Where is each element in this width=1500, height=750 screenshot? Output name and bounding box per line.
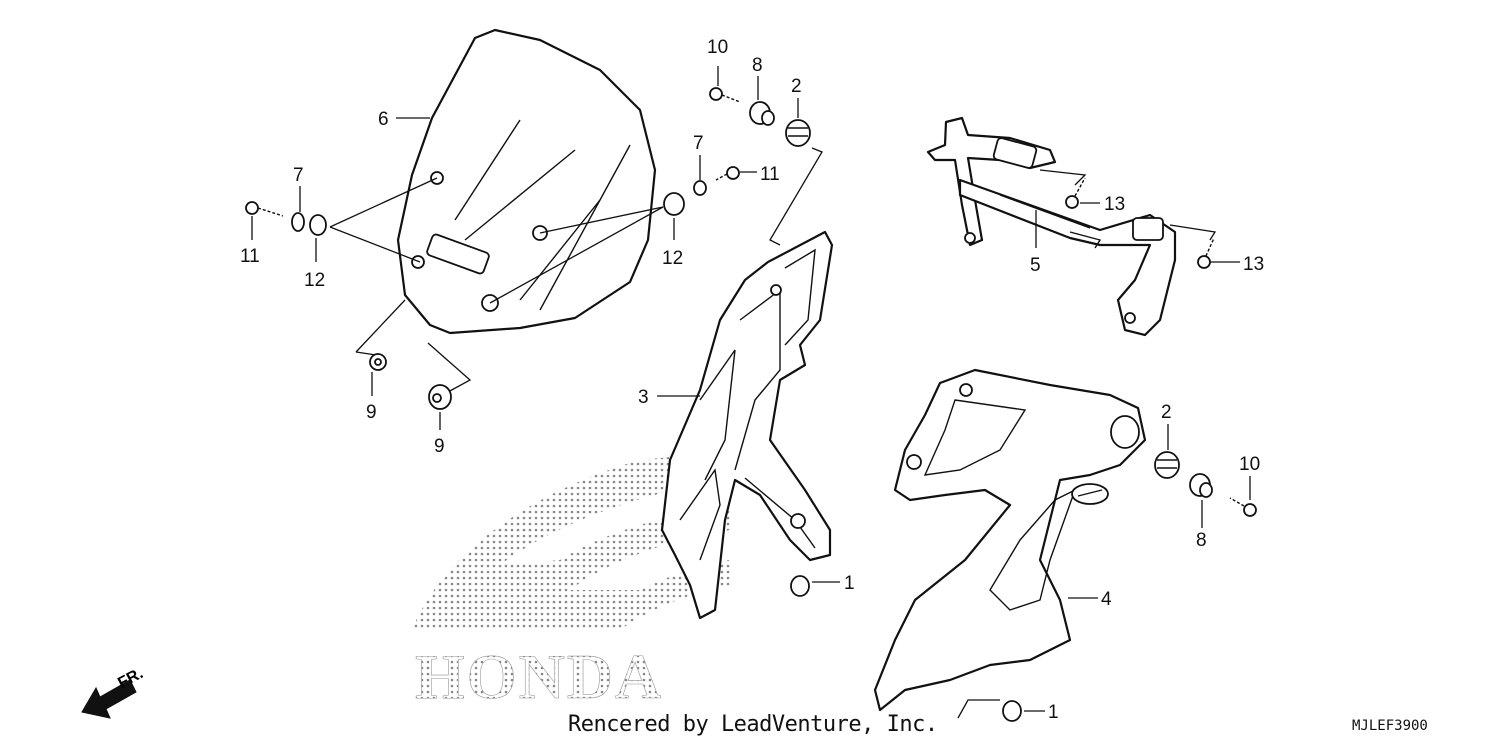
bolt-10-right — [1229, 497, 1257, 517]
callout-11-right: 11 — [760, 164, 780, 185]
stay-bracket-part — [926, 116, 1177, 337]
callout-12-left: 12 — [304, 270, 325, 291]
callout-1-bottom: 1 — [1048, 702, 1059, 723]
callout-3: 3 — [638, 387, 649, 408]
bolt-10-top — [709, 87, 741, 103]
callout-7-right: 7 — [693, 133, 704, 154]
collar-8-right — [1189, 473, 1213, 498]
callout-9-a: 9 — [366, 402, 377, 423]
callout-2-top: 2 — [791, 76, 802, 97]
callout-13-b: 13 — [1243, 254, 1264, 275]
grommet-2-top — [785, 119, 811, 147]
callout-10-top: 10 — [707, 37, 728, 58]
render-credit: Rencered by LeadVenture, Inc. — [568, 712, 938, 737]
grommet-9-b — [428, 384, 452, 410]
washer-12-right — [663, 192, 685, 216]
washer-7-right — [693, 180, 707, 196]
callout-5: 5 — [1030, 255, 1041, 276]
screw-11-left — [245, 201, 284, 217]
bolt-13-b — [1197, 237, 1215, 269]
callout-8-right: 8 — [1196, 530, 1207, 551]
screw-11-right — [715, 166, 740, 181]
callout-12-right: 12 — [662, 248, 683, 269]
collar-8-top — [749, 101, 775, 126]
bolt-13-a — [1065, 177, 1086, 209]
callout-2-right: 2 — [1161, 402, 1172, 423]
washer-7-left — [291, 212, 305, 232]
callout-9-b: 9 — [434, 436, 445, 457]
nut-1-center — [790, 575, 810, 597]
callout-8-top: 8 — [752, 55, 763, 76]
honda-watermark-text: HONDA — [415, 641, 663, 712]
side-cowl-part — [873, 368, 1147, 712]
callout-13-a: 13 — [1104, 194, 1125, 215]
washer-12-left — [309, 214, 327, 236]
front-direction-arrow-icon — [81, 679, 137, 719]
inner-bracket-part — [660, 230, 834, 620]
windscreen-part — [396, 28, 657, 335]
honda-wing-watermark — [412, 450, 740, 630]
callout-7-left: 7 — [293, 165, 304, 186]
callout-1-center: 1 — [844, 573, 855, 594]
callout-4: 4 — [1101, 589, 1112, 610]
diagram-code: MJLEF3900 — [1352, 718, 1428, 734]
callout-11-left: 11 — [240, 246, 260, 267]
grommet-2-right — [1154, 451, 1180, 479]
callout-6: 6 — [378, 109, 389, 130]
callout-10-right: 10 — [1239, 454, 1260, 475]
nut-1-bottom — [1002, 700, 1022, 722]
grommet-9-a — [369, 353, 387, 371]
